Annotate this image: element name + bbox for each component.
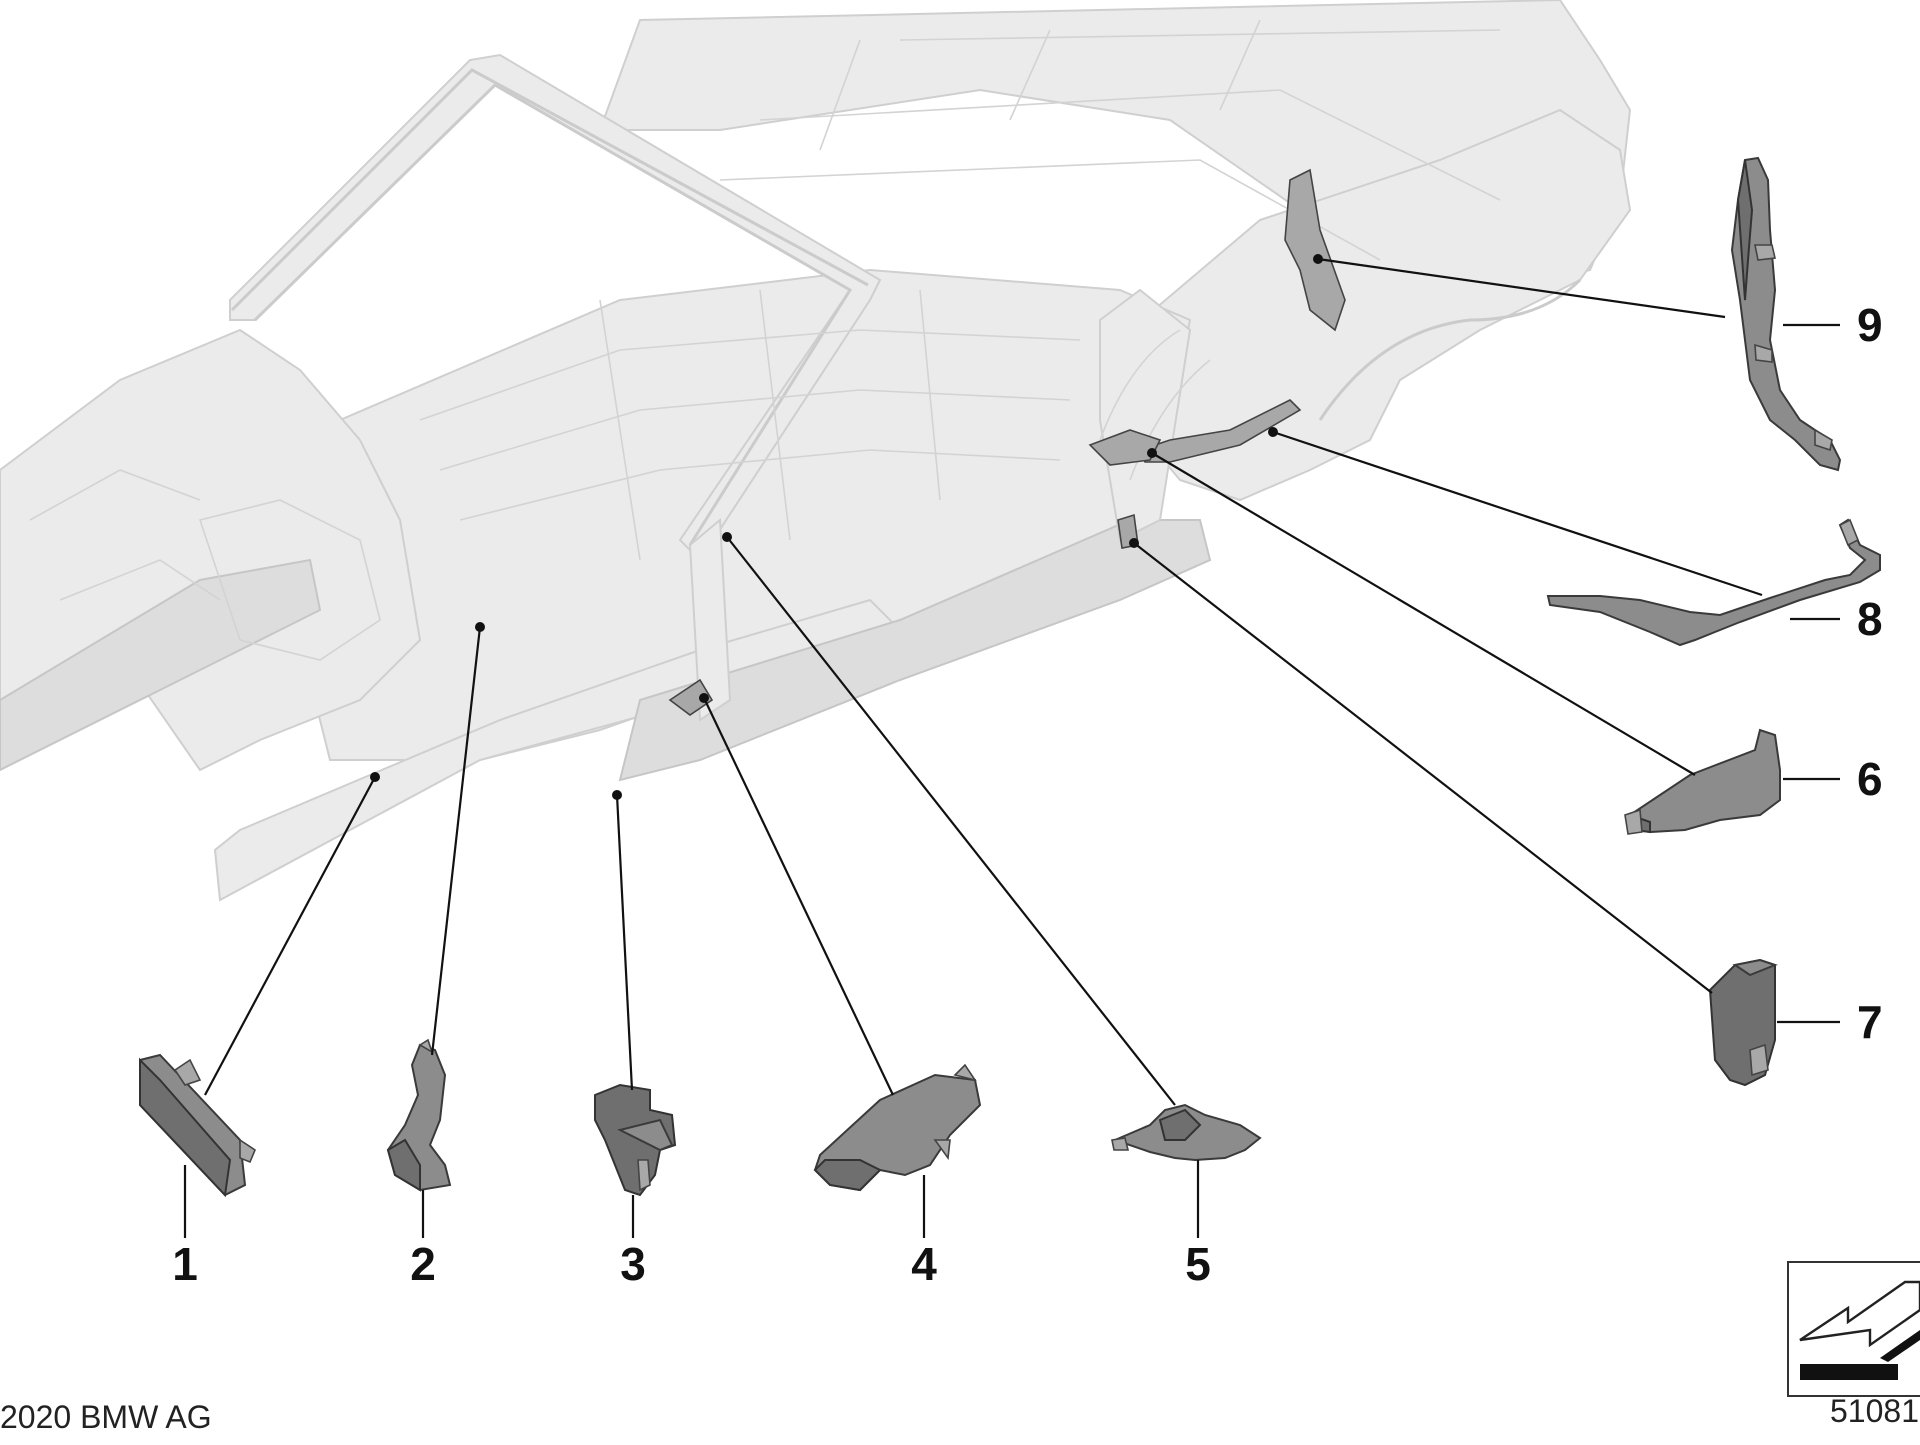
callout-8: 8	[1857, 593, 1883, 645]
leader-dot-9	[1313, 254, 1323, 264]
installed-part-4	[668, 678, 714, 716]
installed-part-9	[1284, 168, 1346, 332]
arrow-pictogram-icon	[1787, 1261, 1920, 1397]
part-4	[813, 1063, 982, 1192]
callout-6: 6	[1857, 753, 1883, 805]
part-1	[139, 1053, 256, 1198]
leader-dot-2	[475, 622, 485, 632]
copyright-text: 2020 BMW AG	[0, 1399, 212, 1435]
part-8	[1546, 518, 1881, 647]
callout-2: 2	[410, 1238, 436, 1290]
leader-dot-4	[699, 693, 709, 703]
installed-part-8	[1138, 399, 1302, 463]
leader-line-1	[204, 776, 376, 1096]
leader-dot-3	[612, 790, 622, 800]
leader-line-5	[726, 536, 1176, 1106]
callout-5: 5	[1185, 1238, 1211, 1290]
leader-line-9	[1317, 257, 1726, 319]
leader-dot-6	[1147, 448, 1157, 458]
diagram-number: 51081	[1830, 1393, 1919, 1429]
part-5	[1111, 1103, 1262, 1162]
installed-parts	[668, 168, 1346, 716]
part-2	[386, 1038, 452, 1192]
leader-dot-1	[370, 772, 380, 782]
leader-line-4	[703, 697, 894, 1096]
leader-lines	[183, 254, 1840, 1238]
callout-7: 7	[1857, 996, 1883, 1048]
leader-dot-7	[1129, 538, 1139, 548]
leader-line-7	[1133, 542, 1713, 994]
part-6	[1624, 728, 1781, 835]
callout-1: 1	[172, 1238, 198, 1290]
leader-line-8	[1272, 430, 1763, 597]
part-7	[1708, 958, 1778, 1087]
part-9	[1730, 156, 1842, 472]
leader-line-3	[615, 794, 634, 1091]
callout-9: 9	[1857, 299, 1883, 351]
loose-parts	[139, 156, 1881, 1198]
callout-numbers: 1 2 3 4 5 6 7 8 9	[172, 299, 1882, 1290]
callout-3: 3	[620, 1238, 646, 1290]
leader-dot-5	[722, 532, 732, 542]
leader-line-6	[1151, 452, 1696, 776]
callout-4: 4	[911, 1238, 937, 1290]
part-3	[594, 1083, 677, 1197]
leader-dot-8	[1268, 427, 1278, 437]
leader-line-2	[430, 626, 482, 1056]
car-body-shell	[0, 0, 1632, 902]
